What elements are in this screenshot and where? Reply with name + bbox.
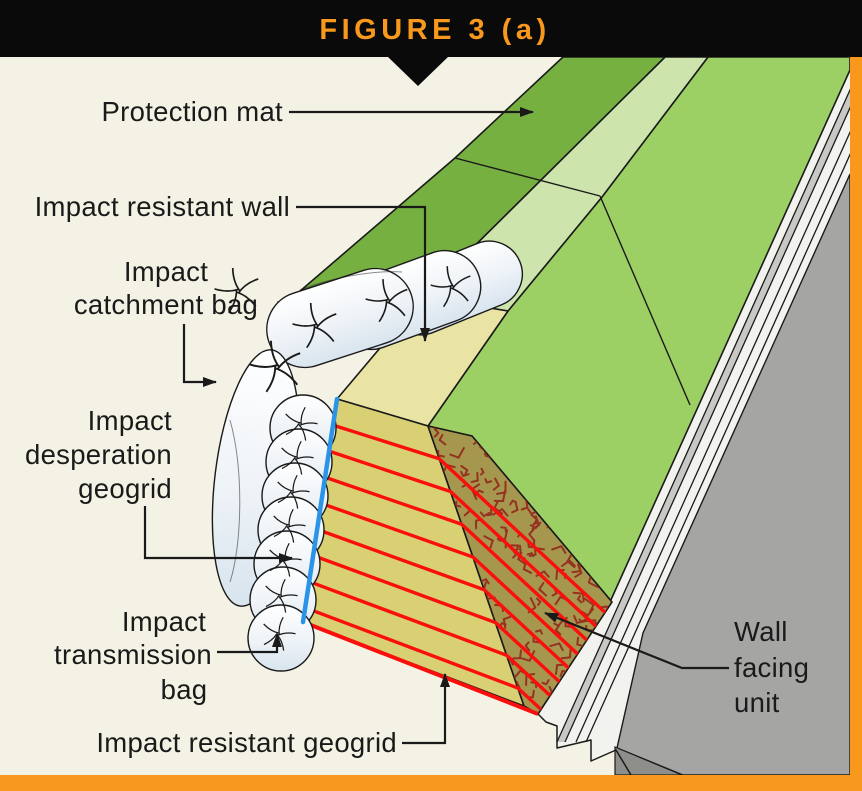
bag-knot <box>281 440 314 475</box>
connector-wall-facing-unit <box>544 611 729 670</box>
terrain-seam-lower <box>599 195 691 406</box>
bag-knot <box>430 266 471 308</box>
frame-right <box>850 57 862 791</box>
bag-knot <box>265 578 298 613</box>
connector-impact-transmission-bag <box>217 633 282 654</box>
figure-header: FIGURE 3 (a) <box>0 0 862 86</box>
bag-knot <box>285 406 318 441</box>
connector-impact-resistant-geogrid <box>402 673 450 745</box>
connectors <box>143 107 729 745</box>
header-notch <box>388 57 448 86</box>
label-wall-facing-unit: unit <box>734 687 780 718</box>
bag-knot <box>365 279 408 323</box>
bag-knot <box>277 474 310 509</box>
labels: Protection mat Impact resistant wall Imp… <box>25 96 809 758</box>
impact-bags-group <box>211 240 524 672</box>
label-impact-desperation-geogrid: geogrid <box>78 473 172 504</box>
orange-frame <box>0 57 862 791</box>
connector-impact-desperation-geogrid <box>143 506 293 563</box>
frame-bottom <box>0 775 862 791</box>
label-impact-transmission-bag: bag <box>161 674 208 705</box>
terrain-seam-upper <box>454 157 601 197</box>
label-wall-facing-unit: facing <box>734 652 809 683</box>
label-wall-facing-unit: Wall <box>734 616 788 647</box>
label-impact-resistant-geogrid: Impact resistant geogrid <box>96 727 397 758</box>
label-impact-desperation-geogrid: Impact <box>88 405 172 436</box>
label-protection-mat: Protection mat <box>102 96 284 127</box>
label-impact-catchment-bag: Impact <box>124 256 208 287</box>
label-impact-resistant-wall: Impact resistant wall <box>35 191 290 222</box>
label-impact-transmission-bag: Impact <box>122 606 206 637</box>
channel-groove <box>557 70 862 742</box>
connector-impact-resistant-wall <box>296 205 430 342</box>
label-impact-catchment-bag: catchment bag <box>74 289 258 320</box>
bag-knot <box>214 267 259 314</box>
figure-title: FIGURE 3 (a) <box>319 14 550 46</box>
impact-transmission-blue-edge <box>300 396 340 625</box>
impact-catchment-bag <box>266 267 414 369</box>
connector-impact-catchment-bag <box>182 324 217 387</box>
bag-knot <box>249 340 301 393</box>
geogrid-bottom-edge <box>302 620 539 716</box>
header-bar <box>0 0 862 57</box>
bag-knot <box>273 508 306 543</box>
channel-and-road <box>537 69 862 776</box>
label-impact-desperation-geogrid: desperation <box>25 439 172 470</box>
bag-knot <box>292 302 337 349</box>
channel-foot-steps <box>537 713 632 776</box>
label-impact-transmission-bag: transmission <box>54 639 212 670</box>
